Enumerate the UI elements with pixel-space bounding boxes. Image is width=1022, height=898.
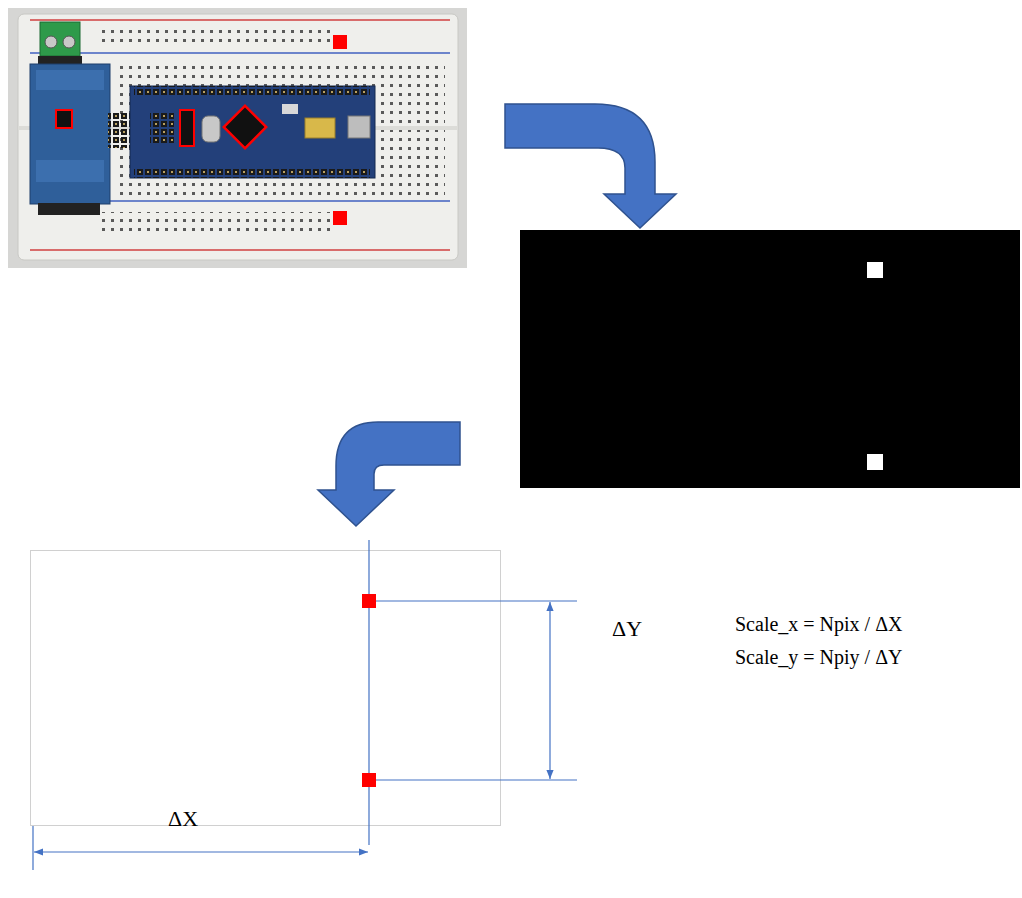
dimension-label: ΔY [612, 616, 642, 642]
flow-arrow [505, 104, 676, 228]
measurement-frame [31, 540, 578, 870]
flow-arrow [318, 422, 460, 526]
breadboard-photo [8, 8, 467, 268]
scale-formula: Scale_x = Npix / ΔX [735, 612, 902, 636]
scale-formula: Scale_y = Npiy / ΔY [735, 645, 902, 669]
dimension-label: ΔX [168, 806, 198, 832]
binary-image [520, 230, 1020, 488]
